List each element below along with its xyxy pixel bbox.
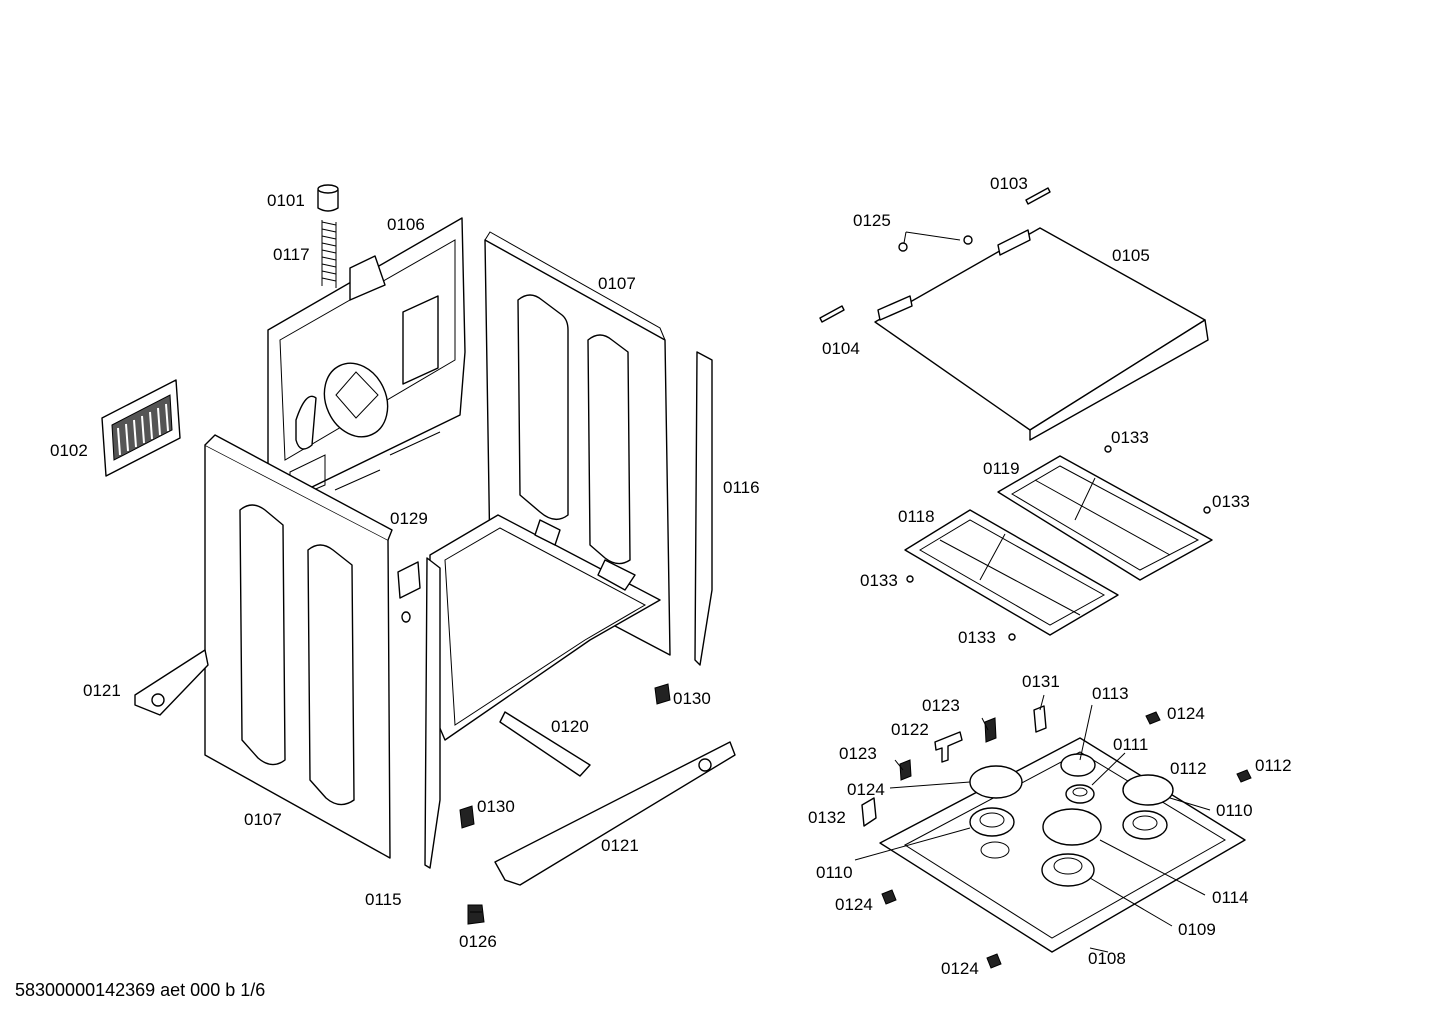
part-burner-caps <box>969 753 1174 846</box>
drawing-reference-footer: 58300000142369 aet 000 b 1/6 <box>15 980 266 1000</box>
callout-label: 0133 <box>1111 428 1149 447</box>
callout-label: 0110 <box>1216 801 1253 820</box>
part-clip-lower <box>459 805 475 829</box>
callout-label: 0129 <box>390 509 428 528</box>
part-side-panel-left <box>204 434 393 859</box>
callout-label: 0121 <box>83 681 121 700</box>
callout-label: 0124 <box>847 780 885 799</box>
callout-label: 0124 <box>835 895 873 914</box>
callout-label: 0118 <box>898 507 935 526</box>
part-side-strip <box>694 351 713 666</box>
callout-label: 0122 <box>891 720 929 739</box>
callout-label: 0107 <box>244 810 282 829</box>
part-pan-support-right <box>997 455 1213 581</box>
callout-label: 0112 <box>1170 759 1207 778</box>
callout-label: 0133 <box>958 628 996 647</box>
callout-label: 0130 <box>673 689 711 708</box>
leader-lines <box>854 694 1211 953</box>
callout-label: 0113 <box>1092 684 1129 703</box>
callout-label: 0124 <box>941 959 979 978</box>
part-pan-support-left <box>904 509 1119 636</box>
callout-label: 0101 <box>267 191 305 210</box>
callout-label: 0103 <box>990 174 1028 193</box>
callout-label: 0115 <box>365 890 402 909</box>
callout-label: 0102 <box>50 441 88 460</box>
part-bracket <box>397 561 421 623</box>
callout-label: 0124 <box>1167 704 1205 723</box>
part-spring <box>321 220 337 288</box>
callout-label: 0111 <box>1113 735 1148 754</box>
part-rear-panel <box>267 217 466 506</box>
part-cover-lid <box>874 227 1209 441</box>
callout-label: 0109 <box>1178 920 1216 939</box>
callout-label: 0114 <box>1212 888 1249 907</box>
callout-label: 0110 <box>816 863 853 882</box>
part-screw-upper <box>1025 187 1051 205</box>
callout-label: 0126 <box>459 932 497 951</box>
part-front-strip <box>424 557 441 869</box>
part-clip-upper <box>654 683 671 705</box>
callout-label: 0131 <box>1022 672 1060 691</box>
callout-label: 0116 <box>723 478 760 497</box>
callout-label: 0132 <box>808 808 846 827</box>
callout-label: 0119 <box>983 459 1020 478</box>
part-bottom-pan <box>429 514 661 741</box>
part-cap <box>317 184 339 212</box>
part-screw-lower <box>819 305 845 323</box>
part-foot <box>467 904 485 925</box>
callout-label: 0105 <box>1112 246 1150 265</box>
callout-label: 0112 <box>1255 756 1292 775</box>
part-rail-middle <box>499 711 591 777</box>
part-small-clips <box>861 705 1252 969</box>
callout-label: 0133 <box>860 571 898 590</box>
callout-label: 0120 <box>551 717 589 736</box>
callout-label: 0130 <box>477 797 515 816</box>
part-rail-left <box>134 649 209 716</box>
part-rubber-feet <box>906 445 1211 641</box>
part-buffers <box>898 231 973 252</box>
callout-label: 0123 <box>839 744 877 763</box>
callout-label: 0133 <box>1212 492 1250 511</box>
callout-label: 0108 <box>1088 949 1126 968</box>
callout-label: 0107 <box>598 274 636 293</box>
callout-label: 0104 <box>822 339 860 358</box>
callout-label: 0123 <box>922 696 960 715</box>
callout-label: 0125 <box>853 211 891 230</box>
part-burners <box>969 784 1168 887</box>
callout-label: 0117 <box>273 245 310 264</box>
part-vent-grill <box>101 379 181 477</box>
callout-label: 0106 <box>387 215 425 234</box>
callout-label: 0121 <box>601 836 639 855</box>
part-rail-right <box>494 741 736 886</box>
